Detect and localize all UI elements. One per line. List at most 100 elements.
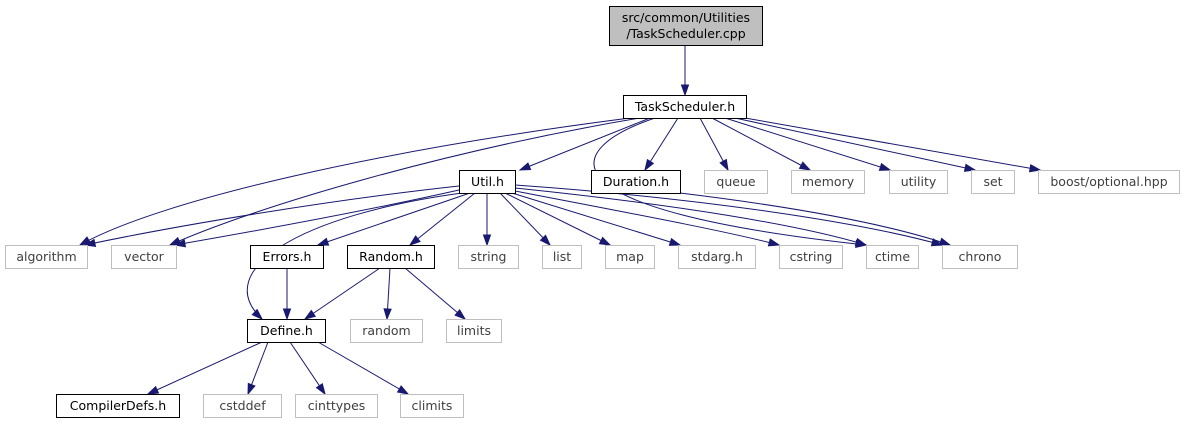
node-string: string xyxy=(458,245,519,269)
edge-define_h-to-compilerdefs_h xyxy=(147,341,263,395)
node-label: ctime xyxy=(875,249,910,264)
edges-layer xyxy=(78,45,1042,396)
node-random-h[interactable]: Random.h xyxy=(347,245,435,269)
arrowhead-util_h-to-vector xyxy=(173,239,187,248)
node-util-h[interactable]: Util.h xyxy=(459,170,516,194)
edge-random_h-to-limits xyxy=(404,267,466,320)
node-label: src/common/Utilities xyxy=(622,10,750,25)
node-box xyxy=(400,394,464,418)
node-label: map xyxy=(616,249,644,264)
node-cstring: cstring xyxy=(779,245,843,269)
edge-taskscheduler_h-to-algorithm xyxy=(79,117,631,246)
edge-taskscheduler_h-to-boost_optional xyxy=(744,117,1041,171)
arrowhead-taskscheduler_h-to-utility xyxy=(878,162,892,171)
node-list: list xyxy=(542,245,582,269)
node-box xyxy=(203,394,282,418)
node-set: set xyxy=(971,170,1015,194)
arrowhead-util_h-to-map xyxy=(598,236,612,246)
node-box xyxy=(295,394,378,418)
node-box xyxy=(347,245,435,269)
node-compilerdefs-h[interactable]: CompilerDefs.h xyxy=(56,394,180,418)
node-cinttypes: cinttypes xyxy=(295,394,378,418)
node-label: cstring xyxy=(790,249,833,264)
arrowhead-util_h-to-string xyxy=(482,234,492,247)
node-taskscheduler-h[interactable]: TaskScheduler.h xyxy=(623,95,747,119)
edge-duration_h-to-chrono xyxy=(679,192,951,246)
node-box xyxy=(889,170,948,194)
node-label: queue xyxy=(716,174,755,189)
node-box xyxy=(591,170,681,194)
node-label: climits xyxy=(412,398,453,413)
node-vector: vector xyxy=(111,245,177,269)
node-box xyxy=(791,170,865,194)
arrowhead-taskscheduler_h-to-set xyxy=(963,163,977,172)
node-box xyxy=(623,95,747,119)
arrowhead-taskscheduler_h-to-queue xyxy=(719,158,729,172)
node-box xyxy=(779,245,843,269)
node-box xyxy=(971,170,1015,194)
node-algorithm: algorithm xyxy=(5,245,88,269)
arrowhead-util_h-to-define_h xyxy=(251,308,264,321)
edge-util_h-to-vector xyxy=(174,189,460,246)
edge-define_h-to-climits xyxy=(317,341,409,395)
node-duration-h[interactable]: Duration.h xyxy=(591,170,681,194)
node-label: Errors.h xyxy=(263,249,312,264)
node-label: utility xyxy=(901,174,937,189)
node-label: memory xyxy=(802,174,855,189)
node-root[interactable]: src/common/Utilities/TaskScheduler.cpp xyxy=(609,6,763,46)
node-stdarg-h: stdarg.h xyxy=(678,245,756,269)
node-label: set xyxy=(983,174,1002,189)
arrowhead-define_h-to-cstddef xyxy=(247,382,256,396)
arrowhead-errors_h-to-define_h xyxy=(282,308,292,321)
node-label: vector xyxy=(124,249,165,264)
arrowhead-util_h-to-algorithm xyxy=(83,238,97,247)
node-box xyxy=(446,319,502,343)
node-memory: memory xyxy=(791,170,865,194)
edge-util_h-to-chrono xyxy=(514,184,943,246)
node-climits: climits xyxy=(400,394,464,418)
node-errors-h[interactable]: Errors.h xyxy=(250,245,324,269)
node-box xyxy=(605,245,655,269)
edge-random_h-to-define_h xyxy=(304,267,381,320)
node-ctime: ctime xyxy=(866,245,919,269)
node-label: stdarg.h xyxy=(691,249,743,264)
node-random: random xyxy=(350,319,423,343)
edge-util_h-to-cstring xyxy=(514,190,780,246)
node-box xyxy=(458,245,519,269)
node-label: chrono xyxy=(959,249,1002,264)
node-label: /TaskScheduler.cpp xyxy=(626,26,745,41)
arrowhead-define_h-to-compilerdefs_h xyxy=(146,385,160,395)
node-label: Util.h xyxy=(471,174,504,189)
edge-taskscheduler_h-to-set xyxy=(734,117,976,171)
node-box xyxy=(56,394,180,418)
node-label: Define.h xyxy=(260,323,313,338)
arrowhead-util_h-to-list xyxy=(539,234,552,247)
node-box xyxy=(942,245,1018,269)
node-boost-optional: boost/optional.hpp xyxy=(1038,170,1180,194)
node-queue: queue xyxy=(704,170,768,194)
node-label: Random.h xyxy=(359,249,423,264)
arrowhead-taskscheduler_h-to-util_h xyxy=(518,162,532,171)
arrowhead-util_h-to-cstring xyxy=(767,238,781,247)
edge-util_h-to-stdarg_h xyxy=(511,192,681,246)
node-box xyxy=(1038,170,1180,194)
nodes-layer: src/common/Utilities/TaskScheduler.cppTa… xyxy=(5,6,1180,418)
node-box xyxy=(866,245,919,269)
node-label: string xyxy=(471,249,507,264)
edge-util_h-to-random_h xyxy=(409,192,476,246)
node-box xyxy=(250,245,324,269)
node-define-h[interactable]: Define.h xyxy=(247,319,326,343)
arrowhead-taskscheduler_h-to-memory xyxy=(798,161,812,171)
edge-util_h-to-errors_h xyxy=(317,192,471,246)
edge-taskscheduler_h-to-util_h xyxy=(519,117,651,171)
edge-taskscheduler_h-to-utility xyxy=(724,117,891,171)
node-box xyxy=(678,245,756,269)
node-box xyxy=(609,6,763,46)
node-label: cinttypes xyxy=(308,398,366,413)
node-box xyxy=(111,245,177,269)
node-label: TaskScheduler.h xyxy=(634,99,735,114)
edge-util_h-to-algorithm xyxy=(84,185,460,246)
arrowhead-util_h-to-stdarg_h xyxy=(668,237,682,246)
node-box xyxy=(459,170,516,194)
